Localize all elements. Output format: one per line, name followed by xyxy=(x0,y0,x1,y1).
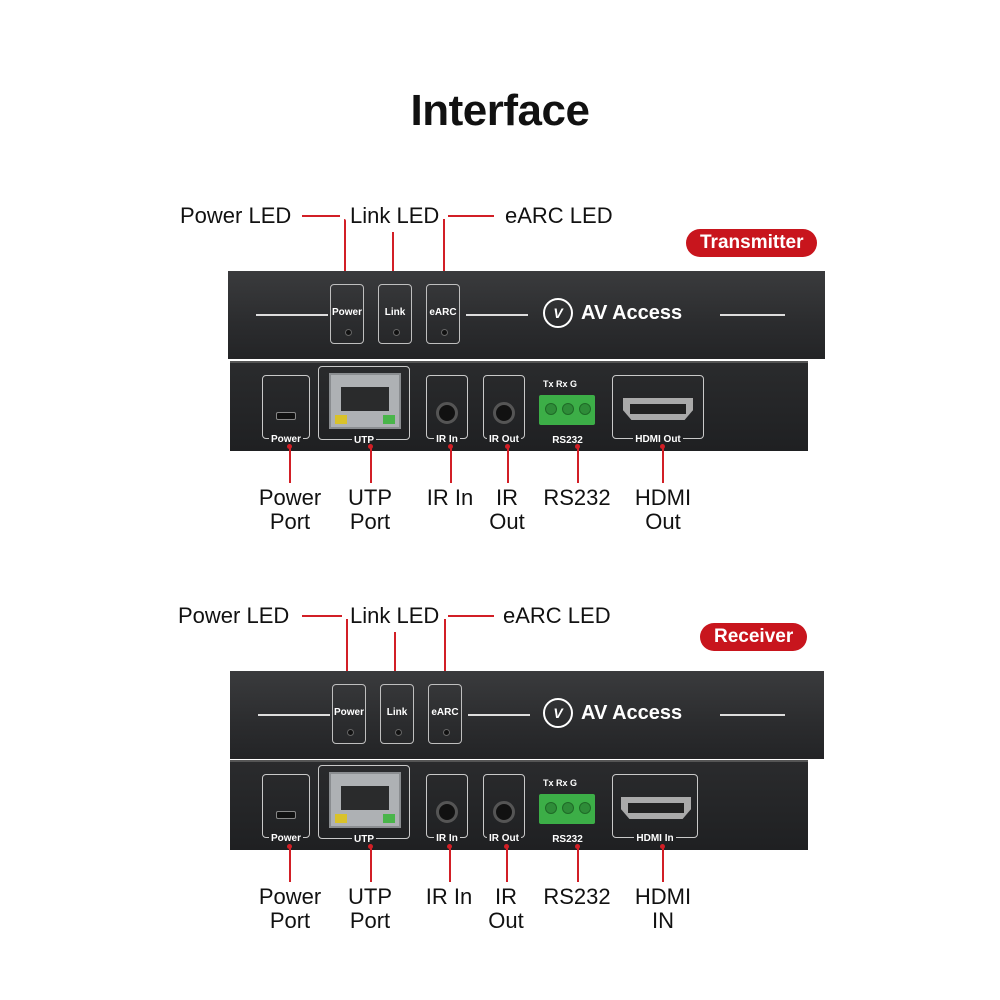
ir-in-label: IR In xyxy=(426,485,474,510)
earc-led-callout: eARC LED xyxy=(505,203,613,228)
earc-led: eARC xyxy=(426,284,460,344)
utp-port: UTP xyxy=(318,366,410,446)
device-front-face: Power UTP IR In IR Out Tx Rx G RS2 xyxy=(230,760,808,850)
link-led-callout: Link LED xyxy=(350,203,440,228)
logo-icon: V xyxy=(543,698,573,728)
utp-port: UTP xyxy=(318,765,410,845)
rs232-port: Tx Rx G RS232 xyxy=(535,375,600,446)
rs232-label: RS232 xyxy=(543,485,611,510)
transmitter-panel: Power LED Link LED eARC LED Transmitter … xyxy=(0,0,1000,534)
page-title: Interface xyxy=(410,86,590,135)
brand-logo: V AV Access xyxy=(543,698,682,728)
ir-in-port: IR In xyxy=(426,375,468,445)
brand-logo: V AV Access xyxy=(543,298,682,328)
ir-in-label: IR In xyxy=(425,884,473,909)
power-led-callout: Power LED xyxy=(178,603,290,628)
rs232-port: Tx Rx G RS232 xyxy=(535,774,600,845)
link-led-callout: Link LED xyxy=(350,603,440,628)
power-port: Power xyxy=(262,375,310,445)
link-led: Link xyxy=(380,684,414,744)
earc-led-callout: eARC LED xyxy=(503,603,611,628)
hdmi-port: HDMI Out xyxy=(612,375,704,445)
logo-icon: V xyxy=(543,298,573,328)
ir-out-port: IR Out xyxy=(483,375,525,445)
rs232-label: RS232 xyxy=(543,884,611,909)
power-led: Power xyxy=(332,684,366,744)
ir-in-port: IR In xyxy=(426,774,468,844)
power-led: Power xyxy=(330,284,364,344)
device-top-face: Power Link eARC V AV Access xyxy=(230,671,824,759)
device-front-face: Power UTP IR In IR Out Tx Rx G RS2 xyxy=(230,361,808,451)
device-role-badge: Transmitter xyxy=(686,229,818,257)
device-role-badge: Receiver xyxy=(700,623,808,651)
link-led: Link xyxy=(378,284,412,344)
earc-led: eARC xyxy=(428,684,462,744)
power-port: Power xyxy=(262,774,310,844)
hdmi-port: HDMI In xyxy=(612,774,698,844)
device-top-face: Power Link eARC V AV Access xyxy=(228,271,825,359)
power-led-callout: Power LED xyxy=(180,203,292,228)
receiver-panel: Power LED Link LED eARC LED Receiver Pow… xyxy=(0,400,1000,933)
ir-out-port: IR Out xyxy=(483,774,525,844)
